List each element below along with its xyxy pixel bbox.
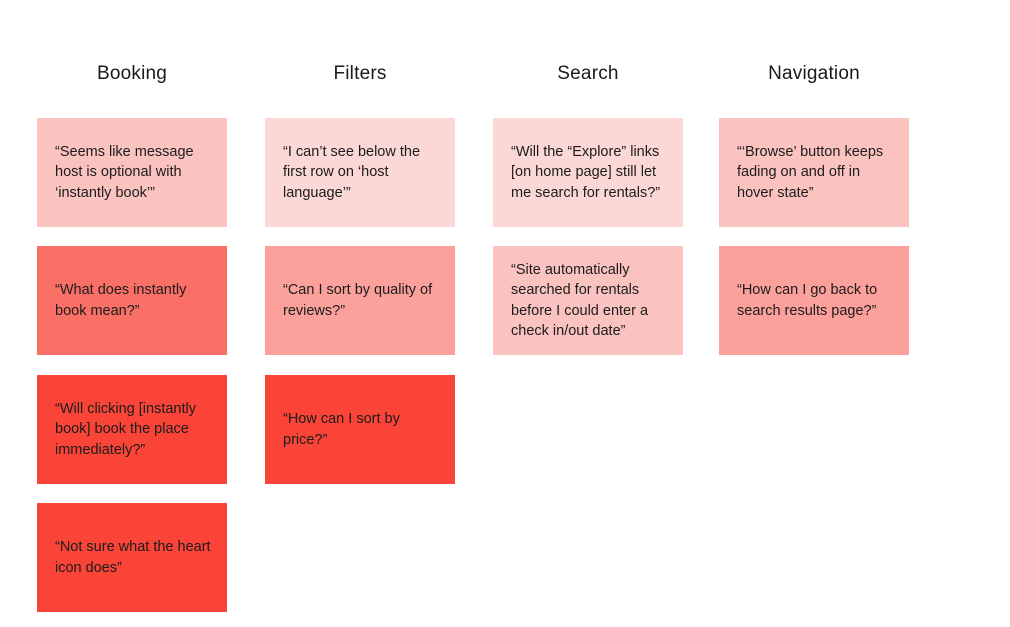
sticky-note-text: “Will the “Explore” links [on home page]… bbox=[511, 143, 661, 201]
column-title-booking: Booking bbox=[96, 63, 168, 84]
column-title-navigation: Navigation bbox=[768, 63, 860, 84]
sticky-note-text: “I can’t see below the first row on ‘hos… bbox=[283, 143, 421, 201]
sticky-note: “What does instantly book mean?” bbox=[37, 246, 227, 355]
sticky-note: “How can I go back to search results pag… bbox=[719, 246, 909, 355]
sticky-note: “Site automatically searched for rentals… bbox=[493, 246, 683, 355]
sticky-note: “‘Browse’ button keeps fading on and off… bbox=[719, 118, 909, 227]
column-title-search: Search bbox=[557, 63, 619, 84]
sticky-note-text: “‘Browse’ button keeps fading on and off… bbox=[737, 143, 884, 201]
sticky-note-text: “Not sure what the heart icon does” bbox=[55, 539, 211, 576]
sticky-note: “Will the “Explore” links [on home page]… bbox=[493, 118, 683, 227]
column-title-filters: Filters bbox=[333, 63, 387, 84]
sticky-note: “Will clicking [instantly book] book the… bbox=[37, 375, 227, 484]
sticky-note-text: “Seems like message host is optional wit… bbox=[55, 143, 194, 201]
sticky-note-text: “How can I go back to search results pag… bbox=[737, 282, 878, 319]
sticky-note-text: “Site automatically searched for rentals… bbox=[511, 261, 649, 340]
sticky-note-text: “How can I sort by price?” bbox=[283, 411, 400, 448]
sticky-note: “I can’t see below the first row on ‘hos… bbox=[265, 118, 455, 227]
sticky-note-text: “Can I sort by quality of reviews?” bbox=[283, 282, 433, 319]
sticky-note: “Seems like message host is optional wit… bbox=[37, 118, 227, 227]
sticky-note-text: “What does instantly book mean?” bbox=[55, 282, 187, 319]
sticky-note: “Can I sort by quality of reviews?” bbox=[265, 246, 455, 355]
sticky-note: “Not sure what the heart icon does” bbox=[37, 503, 227, 612]
sticky-note: “How can I sort by price?” bbox=[265, 375, 455, 484]
sticky-note-text: “Will clicking [instantly book] book the… bbox=[55, 400, 196, 458]
